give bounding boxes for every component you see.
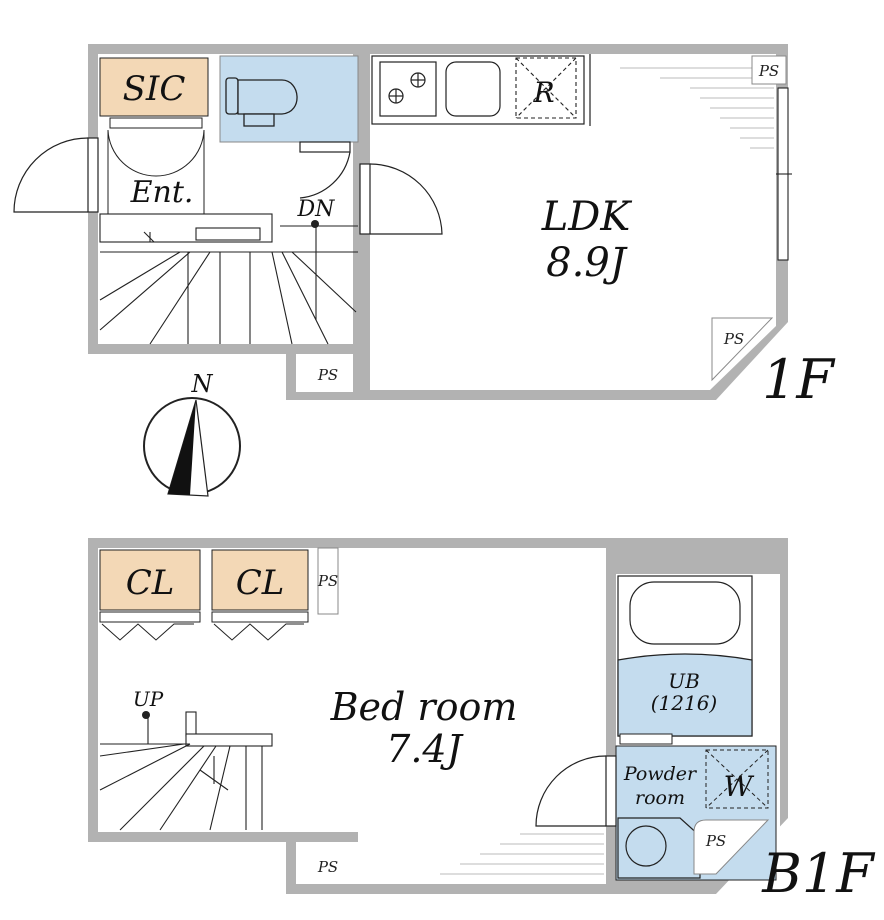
closet-1 <box>99 549 201 611</box>
up-marker <box>142 711 150 719</box>
ldk-door[interactable] <box>359 163 443 235</box>
powder-label-2: room <box>635 787 685 809</box>
ps-label-b1f-bottom: PS <box>317 858 338 876</box>
sic-label: SIC <box>123 69 186 109</box>
entrance-label: Ent. <box>130 175 194 210</box>
ub-floor <box>617 653 753 737</box>
bedroom-name: Bed room <box>330 685 518 729</box>
wc-door[interactable] <box>299 141 351 199</box>
bathtub-icon <box>629 581 741 645</box>
b1f-bedroom-floor <box>98 548 606 884</box>
fridge-space <box>515 57 577 119</box>
floor-b1f: CL CL PS UP Bed room 7.4 <box>88 538 876 905</box>
ps-label-b1f-top: PS <box>317 572 338 590</box>
ldk-name: LDK <box>541 194 633 240</box>
toilet-icon <box>225 77 298 127</box>
floor-1f: SIC Ent. <box>13 44 836 411</box>
fridge-label: R <box>532 76 554 109</box>
up-label: UP <box>133 687 164 711</box>
ps-box-b1f-top <box>317 547 339 615</box>
ub-size: (1216) <box>651 691 718 715</box>
washer-label: W <box>724 770 755 803</box>
dn-marker <box>311 220 319 228</box>
ldk-size: 8.9J <box>546 240 628 286</box>
ub-name: UB <box>668 669 700 693</box>
closet-1-label: CL <box>126 563 175 603</box>
ps-label-1f-corner: PS <box>723 330 744 348</box>
dn-label: DN <box>297 197 336 222</box>
b1f-light-lines <box>440 833 604 875</box>
stairs-b1f <box>99 711 273 831</box>
compass: N <box>143 370 241 497</box>
bedroom-size: 7.4J <box>386 727 463 771</box>
stairs-1f <box>99 213 358 345</box>
1f-ldk-floor <box>370 54 776 390</box>
powder-door[interactable] <box>535 755 617 827</box>
floor-label-1f: 1F <box>762 348 836 411</box>
ps-box-1f-corner <box>711 317 774 382</box>
floor-label-b1f: B1F <box>761 842 876 905</box>
stove-icon <box>388 72 426 104</box>
ldk-window <box>776 87 792 261</box>
ps-box-b1f-corner <box>693 819 770 875</box>
north-label: N <box>191 370 214 398</box>
closet-2 <box>211 549 309 611</box>
ps-box-1f-top <box>751 55 787 85</box>
closet-2-label: CL <box>236 563 285 603</box>
powder-label-1: Powder <box>623 763 698 785</box>
entrance-door[interactable] <box>13 137 99 213</box>
b1f-ps-box <box>296 842 358 884</box>
sic-closet <box>99 57 209 117</box>
wash-basin-icon <box>617 817 701 879</box>
ps-label-1f-bottom: PS <box>317 366 338 384</box>
closet-doors[interactable] <box>99 611 309 641</box>
1f-ps-box <box>296 354 358 392</box>
ps-label-1f-top: PS <box>758 62 779 80</box>
ps-label-b1f-corner: PS <box>705 832 726 850</box>
sic-door-swing <box>107 129 205 214</box>
washer-space <box>705 749 769 809</box>
